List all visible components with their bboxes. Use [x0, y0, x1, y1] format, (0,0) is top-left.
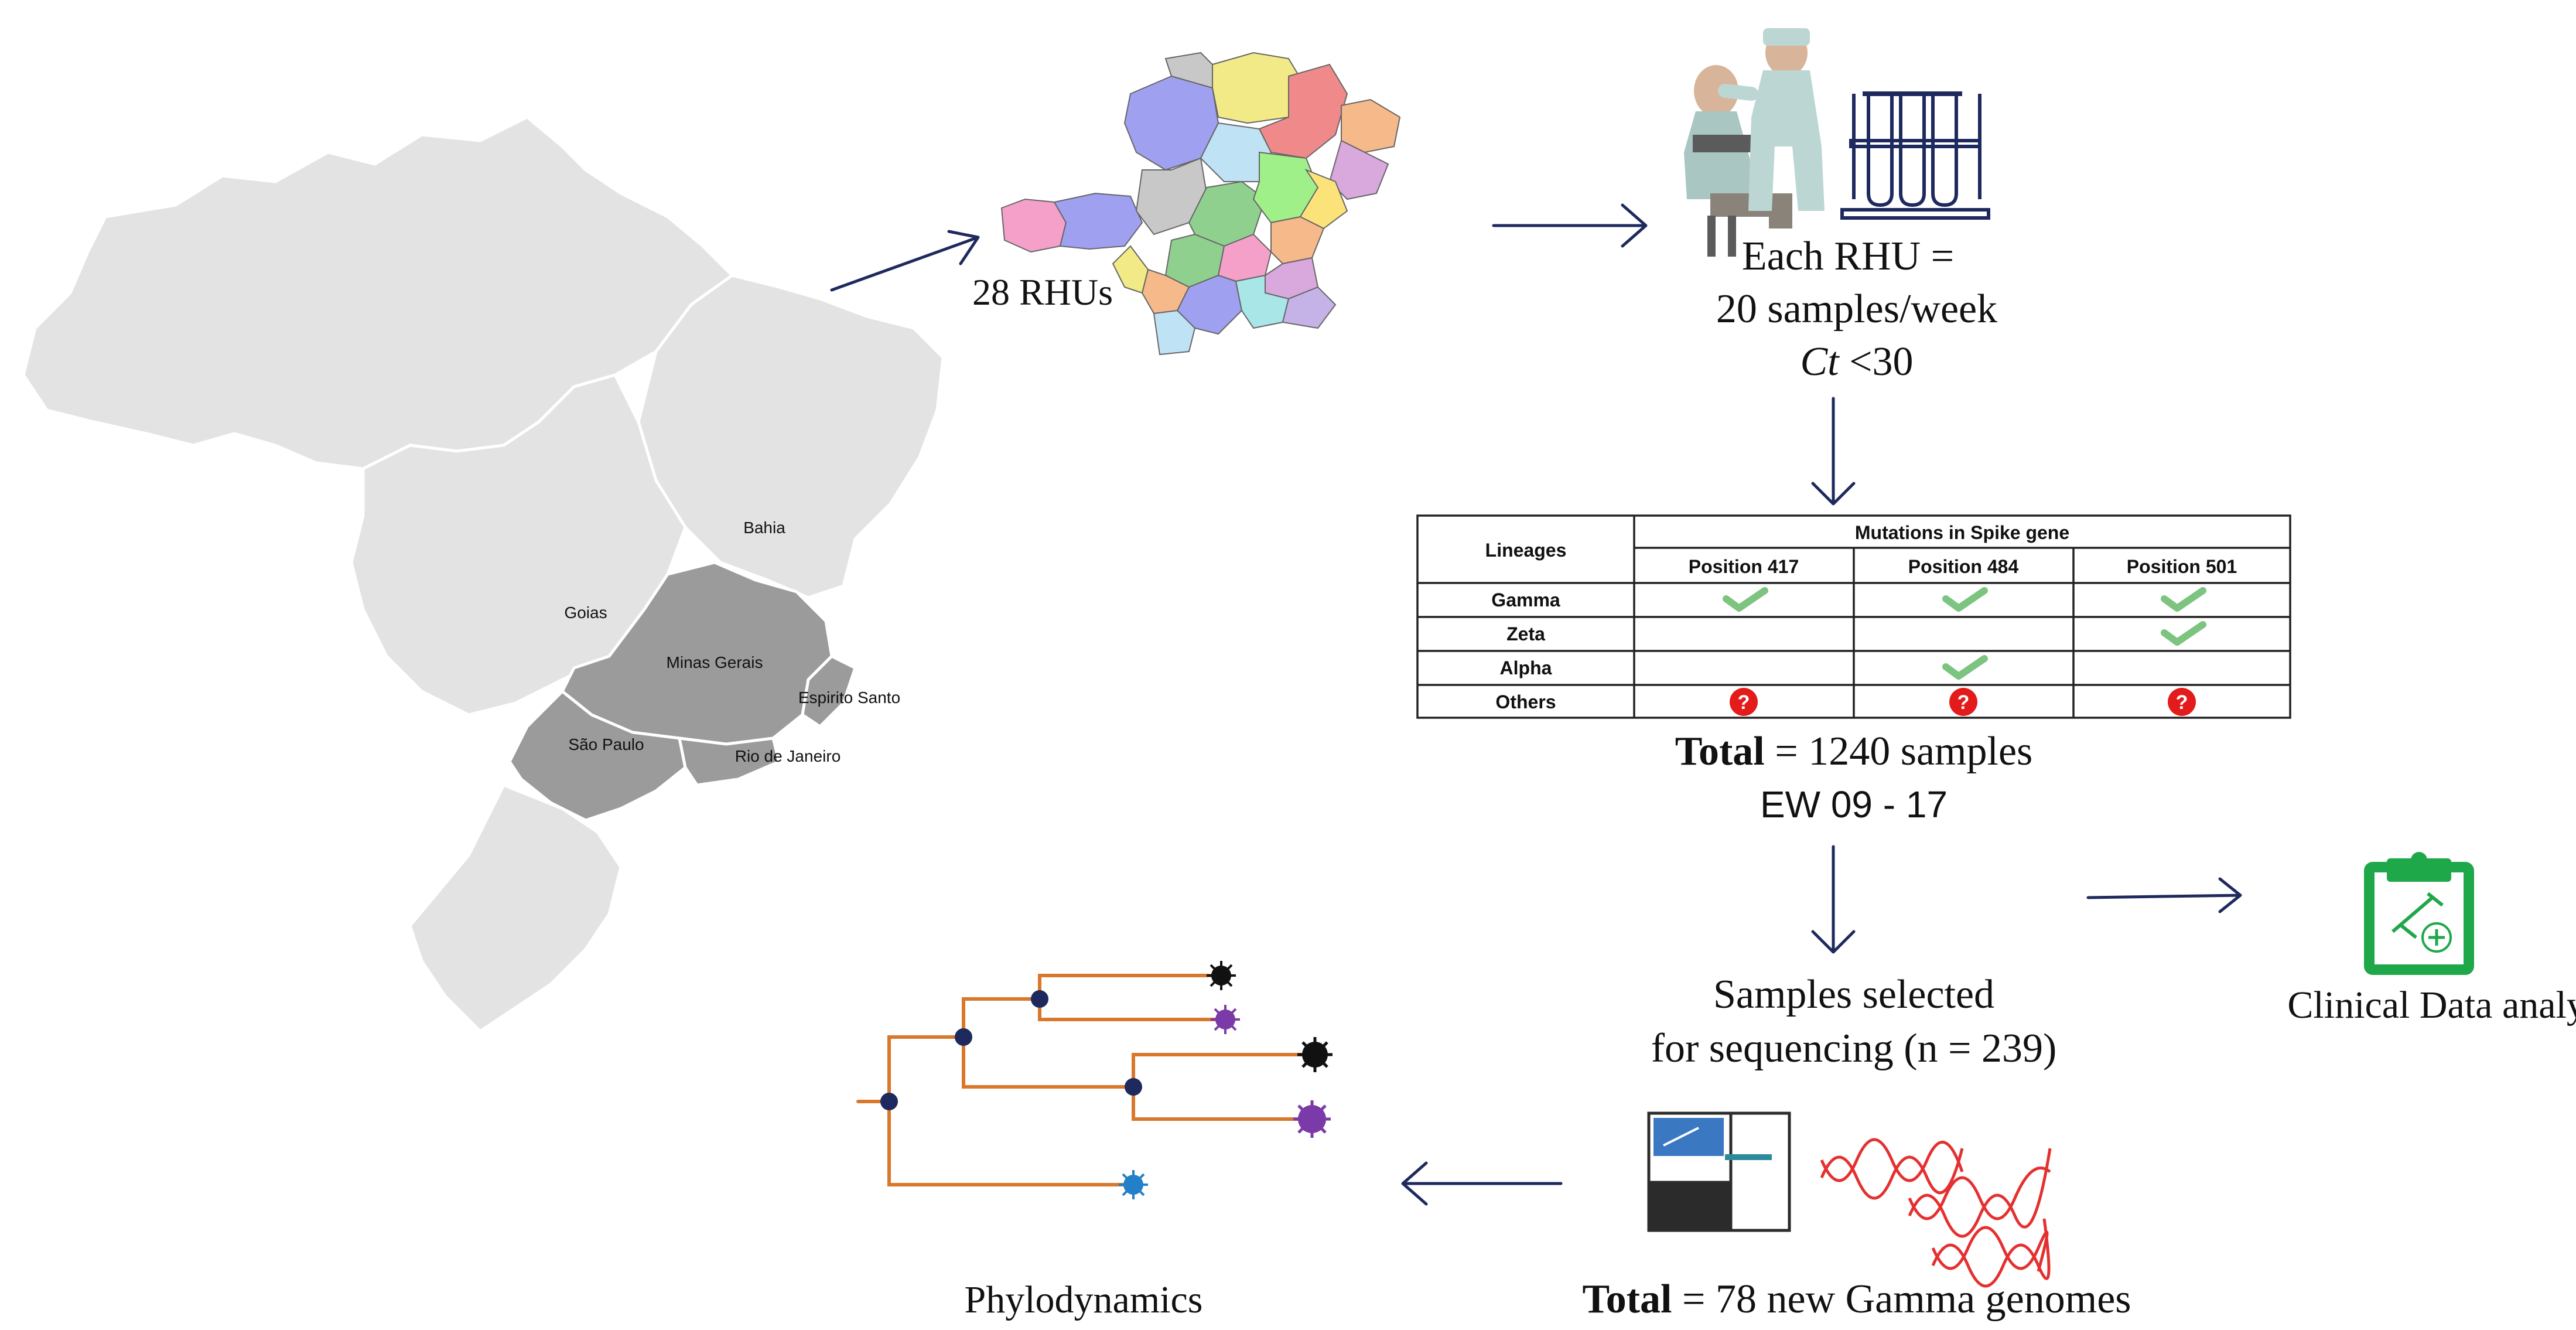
rhu-region — [1164, 52, 1213, 89]
brazil-map: Bahia Goias Minas Gerais Espirito Santo … — [22, 115, 945, 1034]
epi-weeks: EW 09 - 17 — [1760, 783, 1948, 826]
arrow-to-phylodynamics — [1401, 1161, 1563, 1206]
question-icon — [2168, 688, 2196, 716]
question-mark: ? — [1738, 691, 1750, 714]
total-genomes: Total = 78 new Gamma genomes — [1582, 1277, 2131, 1322]
rhu-region — [1000, 198, 1067, 253]
rhu-region-map — [1000, 52, 1401, 356]
table-row-lineage: Zeta — [1506, 623, 1545, 644]
sequencer-icon — [1647, 1111, 1791, 1232]
total-samples-value: = 1240 samples — [1765, 729, 2033, 774]
sampling-line-3: Ct <30 — [1800, 339, 1913, 384]
sampling-line-2: 20 samples/week — [1716, 287, 1997, 332]
clipboard-icon — [2364, 852, 2474, 975]
question-mark: ? — [1957, 691, 1970, 714]
virus-icon — [1207, 961, 1236, 990]
question-mark: ? — [2176, 691, 2188, 714]
total-genomes-value: = 78 new Gamma genomes — [1672, 1277, 2131, 1322]
virus-icon — [1293, 1100, 1331, 1138]
dna-icon — [1820, 1138, 2052, 1288]
map-south-region — [408, 783, 623, 1034]
check-icon — [2161, 587, 2206, 612]
map-label-bahia: Bahia — [743, 519, 785, 537]
arrow-to-clinical — [2086, 877, 2242, 913]
total-label: Total — [1675, 729, 1765, 774]
ct-label: Ct — [1800, 339, 1840, 384]
table-header-mutations: Mutations in Spike gene — [1855, 522, 2069, 543]
arrow-sampling-to-table — [1811, 397, 1856, 506]
arrow-map-to-rhus — [830, 230, 980, 292]
sampling-line-1: Each RHU = — [1742, 234, 1954, 279]
virus-icon — [1119, 1170, 1148, 1199]
selected-line-2: for sequencing (n = 239) — [1651, 1026, 2057, 1071]
table-row-lineage: Gamma — [1491, 589, 1560, 611]
check-icon — [1942, 587, 1988, 612]
map-label-espirito-santo: Espirito Santo — [798, 688, 900, 707]
map-label-rio-de-janeiro: Rio de Janeiro — [735, 747, 841, 765]
question-icon — [1730, 688, 1758, 716]
rhu-region — [1112, 245, 1149, 294]
table-col-header: Position 484 — [1908, 556, 2019, 577]
arrow-rhus-to-sampling — [1492, 203, 1648, 248]
table-header-lineages: Lineages — [1485, 540, 1567, 561]
table-row-lineage: Alpha — [1500, 657, 1552, 678]
rhus-label: 28 RHUs — [972, 271, 1113, 313]
swab-collection-icon — [1684, 28, 1825, 257]
selected-line-1: Samples selected — [1713, 972, 1994, 1017]
table-row-lineage: Others — [1495, 691, 1556, 712]
mutation-table: Lineages Mutations in Spike gene Positio… — [1416, 514, 2291, 719]
phylogenetic-tree — [856, 961, 1333, 1199]
ct-threshold: <30 — [1839, 339, 1914, 384]
arrow-total-to-selected — [1811, 845, 1856, 954]
test-tubes-icon — [1840, 91, 1990, 220]
rhu-region — [1282, 286, 1337, 329]
table-col-header: Position 501 — [2127, 556, 2237, 577]
rhu-region — [1153, 309, 1196, 356]
question-icon — [1949, 688, 1977, 716]
table-col-header: Position 417 — [1689, 556, 1799, 577]
rhu-region — [1053, 192, 1143, 250]
map-rio-de-janeiro — [677, 736, 781, 787]
virus-icon — [1297, 1037, 1333, 1072]
map-label-goias: Goias — [564, 603, 607, 622]
map-northeast-region — [637, 274, 945, 599]
phylodynamics-label: Phylodynamics — [965, 1278, 1203, 1321]
total-samples: Total = 1240 samples — [1675, 729, 2033, 774]
map-label-minas-gerais: Minas Gerais — [667, 653, 763, 671]
virus-icon — [1211, 1005, 1240, 1034]
check-icon — [1942, 655, 1988, 680]
total-genomes-label: Total — [1582, 1277, 1672, 1322]
map-sao-paulo — [508, 689, 687, 822]
check-icon — [1723, 587, 1768, 612]
map-espirito-santo — [801, 654, 857, 729]
check-icon — [2161, 621, 2206, 646]
clinical-data-label: Clinical Data analysis — [2287, 984, 2576, 1027]
map-label-sao-paulo: São Paulo — [568, 735, 644, 753]
